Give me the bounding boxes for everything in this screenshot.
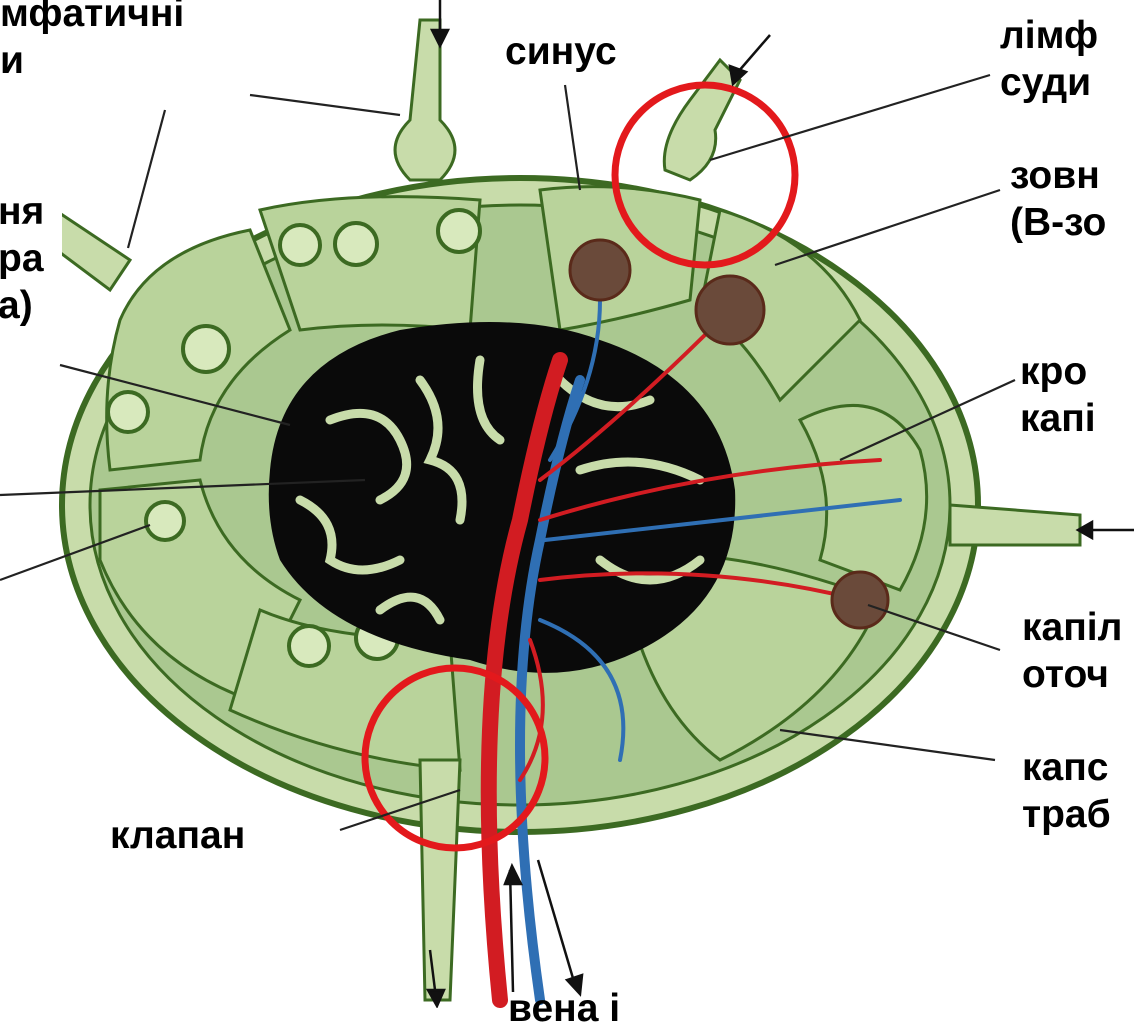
label-capsule-trabecula: капс траб xyxy=(1022,744,1111,838)
label-bottom-vessels: вена і xyxy=(508,985,620,1032)
label-afferent-vessels: лімф суди xyxy=(1000,12,1098,106)
label-sinus: синус xyxy=(505,28,617,75)
label-outer-zone: зовн (В-зо xyxy=(1010,152,1106,246)
label-blood-capillaries: кро капі xyxy=(1020,348,1096,442)
label-valve: клапан xyxy=(110,812,245,859)
label-capillaries-surrounding: капіл оточ xyxy=(1022,604,1122,698)
label-left-cortex: ня ра а) xyxy=(0,188,44,329)
label-lymph-vessels-left: мфатичні и xyxy=(0,0,184,84)
